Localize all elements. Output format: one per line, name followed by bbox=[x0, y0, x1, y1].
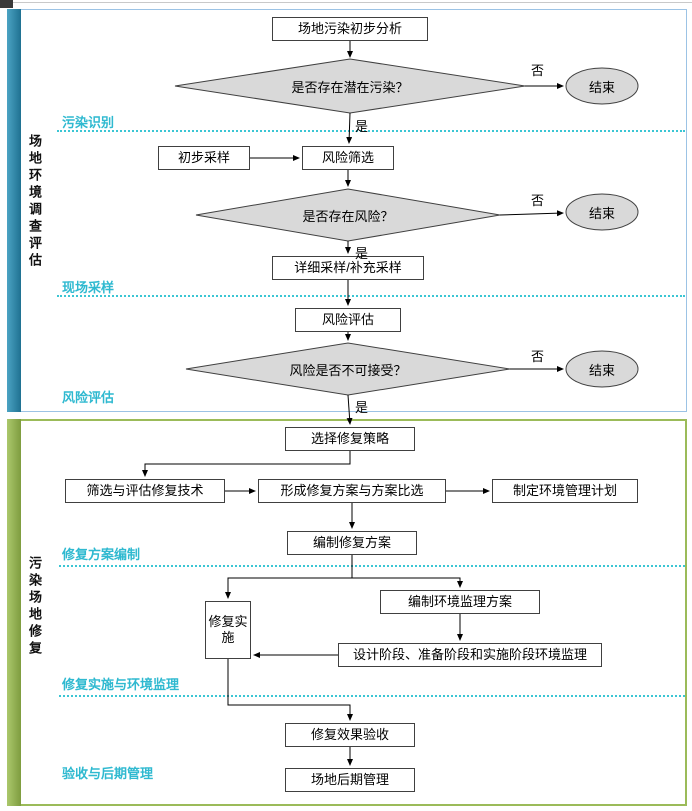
decision-label-risk-unacceptable: 风险是否不可接受？ bbox=[289, 362, 407, 378]
node-risk-screening: 风险筛选 bbox=[302, 146, 394, 170]
decision-label-potential-pollution: 是否存在潜在污染？ bbox=[291, 79, 409, 95]
node-risk-assessment: 风险评估 bbox=[295, 308, 401, 332]
section-investigation-label: 场地环境调查评估 bbox=[27, 134, 42, 270]
subsection-label-identify: 污染识别 bbox=[62, 115, 115, 130]
node-compile-plan: 编制修复方案 bbox=[287, 531, 417, 555]
node-form-compare-plan: 形成修复方案与方案比选 bbox=[258, 479, 446, 503]
subsection-label-implement: 修复实施与环境监理 bbox=[62, 677, 180, 692]
subsection-label-plan: 修复方案编制 bbox=[62, 547, 141, 562]
terminator-label-end-3: 结束 bbox=[588, 362, 615, 378]
node-effect-acceptance: 修复效果验收 bbox=[285, 723, 415, 747]
node-env-mgmt-plan: 制定环境管理计划 bbox=[492, 479, 638, 503]
node-detailed-sampling: 详细采样/补充采样 bbox=[272, 256, 424, 280]
node-preliminary-sampling: 初步采样 bbox=[158, 146, 250, 170]
decision-label-risk-exist: 是否存在风险？ bbox=[302, 208, 394, 224]
edge-label-no-2: 否 bbox=[531, 193, 545, 208]
edge-label-yes-2: 是 bbox=[355, 246, 369, 261]
subsection-label-sampling: 现场采样 bbox=[62, 280, 115, 295]
edge-label-no-1: 否 bbox=[531, 63, 545, 78]
corner-mark bbox=[0, 0, 13, 8]
node-stage-supervision: 设计阶段、准备阶段和实施阶段环境监理 bbox=[338, 643, 602, 667]
subsection-label-risk: 风险评估 bbox=[62, 390, 115, 405]
node-post-management: 场地后期管理 bbox=[285, 768, 415, 792]
node-implementation: 修复实施 bbox=[205, 601, 251, 659]
section-remediation-label: 污染场地修复 bbox=[27, 556, 42, 658]
divider-plan-implement bbox=[59, 565, 685, 567]
edge-label-no-3: 否 bbox=[531, 349, 545, 364]
node-supervision-plan: 编制环境监理方案 bbox=[380, 590, 540, 614]
edge-label-yes-1: 是 bbox=[355, 119, 369, 134]
node-select-strategy: 选择修复策略 bbox=[285, 427, 415, 451]
divider-sampling-risk bbox=[57, 295, 685, 297]
section-remediation-tab bbox=[7, 419, 21, 806]
edge-label-yes-3: 是 bbox=[355, 400, 369, 415]
node-preliminary-analysis: 场地污染初步分析 bbox=[272, 17, 428, 41]
section-remediation-frame bbox=[7, 419, 687, 806]
divider-identify-sampling bbox=[57, 130, 685, 132]
terminator-label-end-2: 结束 bbox=[588, 205, 615, 221]
top-divider-rule bbox=[0, 2, 692, 3]
divider-implement-acceptance bbox=[59, 695, 685, 697]
subsection-label-acceptance: 验收与后期管理 bbox=[62, 766, 154, 781]
section-investigation-tab bbox=[7, 9, 21, 412]
node-screen-evaluate-tech: 筛选与评估修复技术 bbox=[65, 479, 225, 503]
terminator-label-end-1: 结束 bbox=[588, 79, 615, 95]
